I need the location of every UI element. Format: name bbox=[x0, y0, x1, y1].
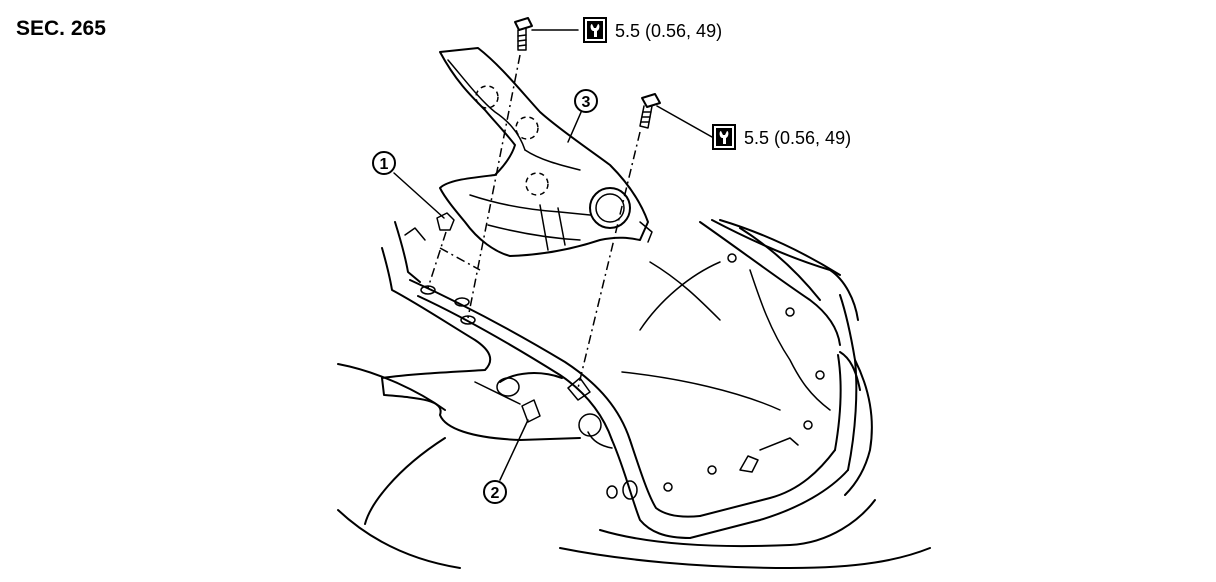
vehicle-body-outline bbox=[337, 219, 931, 569]
torque-callout-2: 5.5 (0.56, 49) bbox=[712, 124, 851, 150]
torque-callout-1: 5.5 (0.56, 49) bbox=[583, 17, 722, 43]
callout-number: 3 bbox=[582, 94, 591, 111]
leader-lines bbox=[393, 29, 713, 481]
torque-value: 5.5 (0.56, 49) bbox=[615, 21, 722, 41]
harness-connector bbox=[521, 399, 541, 423]
callout-number: 1 bbox=[380, 156, 389, 173]
callout-2: 2 bbox=[483, 480, 507, 504]
upper-bolt-left bbox=[514, 17, 533, 51]
callout-number: 2 bbox=[491, 485, 500, 502]
section-label: SEC. 265 bbox=[16, 17, 106, 40]
callout-1: 1 bbox=[372, 151, 396, 175]
torque-wrench-icon bbox=[583, 17, 607, 43]
torque-value: 5.5 (0.56, 49) bbox=[744, 128, 851, 148]
assembly-lines bbox=[427, 54, 641, 389]
rear-combination-lamp bbox=[439, 47, 653, 257]
torque-wrench-icon bbox=[712, 124, 736, 150]
callout-3: 3 bbox=[574, 89, 598, 113]
lamp-nut bbox=[436, 212, 455, 231]
upper-bolt-right bbox=[639, 93, 661, 129]
